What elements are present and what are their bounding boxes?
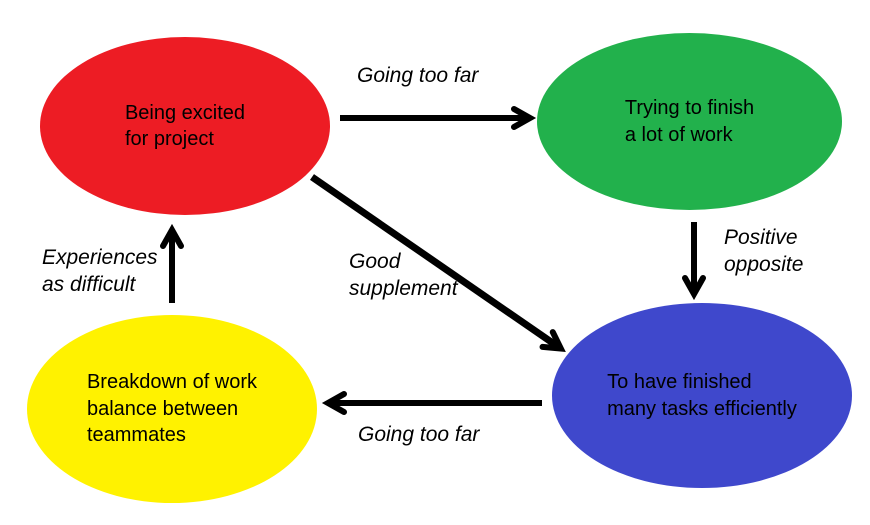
node-trying-to-finish-label: Trying to finish a lot of work [624, 97, 755, 146]
node-finished-tasks: To have finished many tasks efficiently [552, 303, 852, 488]
node-finished-tasks-label: To have finished many tasks efficiently [607, 371, 797, 420]
node-trying-to-finish: Trying to finish a lot of work [537, 33, 842, 210]
edge-label-going-too-far-top: Going too far [357, 64, 479, 87]
node-being-excited-label: Being excited for project [124, 101, 246, 150]
node-breakdown-of-work-label: Breakdown of work balance between teamma… [86, 371, 258, 447]
edge-label-experiences-as-difficult: Experiences as difficult [42, 246, 158, 296]
node-breakdown-of-work: Breakdown of work balance between teamma… [27, 315, 317, 503]
edge-label-positive-opposite: Positive opposite [724, 226, 804, 276]
edge-label-going-too-far-bottom: Going too far [358, 423, 480, 446]
node-being-excited: Being excited for project [40, 37, 330, 215]
edge-label-good-supplement: Good supplement [349, 250, 458, 300]
